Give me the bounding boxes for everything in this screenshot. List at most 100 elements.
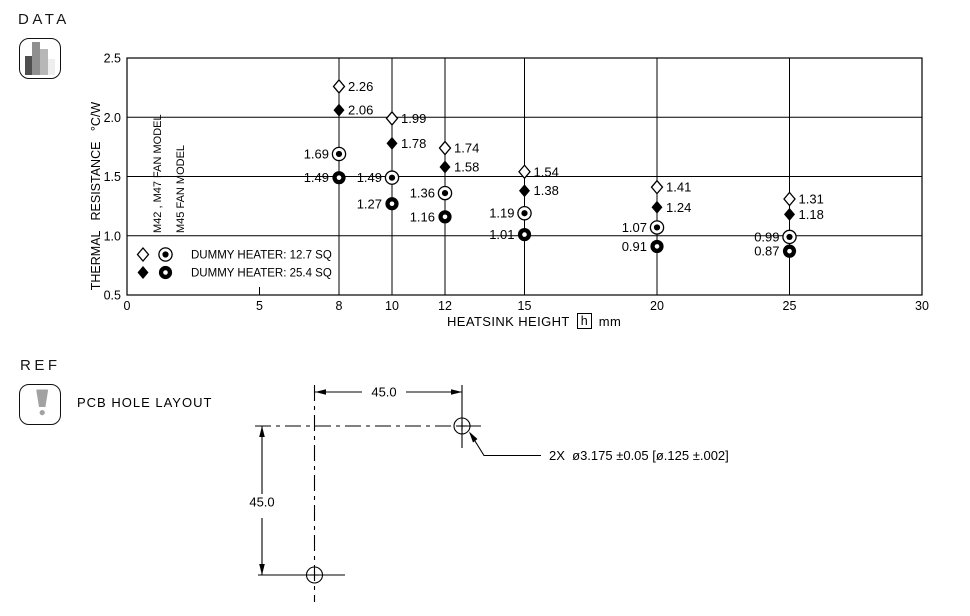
x-axis-unit: mm xyxy=(598,313,622,329)
data-point-marker xyxy=(439,160,451,174)
data-point-marker xyxy=(783,191,796,207)
legend-label: DUMMY HEATER: 12.7 SQ xyxy=(191,250,332,262)
data-point-marker xyxy=(787,248,792,254)
data-point-label: 1.69 xyxy=(304,146,329,161)
data-point-marker xyxy=(386,136,398,150)
plot-frame xyxy=(126,57,923,296)
data-point-marker xyxy=(442,214,448,220)
data-point-marker xyxy=(385,110,399,126)
data-point-marker xyxy=(333,103,345,117)
data-point-marker xyxy=(335,150,343,158)
data-point-marker xyxy=(786,233,793,241)
x-axis-symbol-box: h xyxy=(576,313,592,329)
data-point-label: 0.91 xyxy=(622,239,647,254)
data-point-label: 1.19 xyxy=(489,206,514,221)
data-point-marker xyxy=(441,189,449,197)
dim-arrow-down xyxy=(259,564,265,575)
data-point-marker xyxy=(518,164,531,180)
x-tick-label: 5 xyxy=(256,299,263,313)
data-section-label: DATA xyxy=(18,11,70,28)
data-point-marker xyxy=(519,184,530,198)
legend-marker xyxy=(136,246,150,263)
data-point-label: 1.38 xyxy=(534,183,559,198)
data-point-label: 1.99 xyxy=(401,111,426,126)
data-point-label: 0.87 xyxy=(754,244,779,259)
x-axis-label-text: HEATSINK HEIGHT xyxy=(447,313,570,329)
x-tick-label: 30 xyxy=(915,299,929,313)
data-point-label: 1.78 xyxy=(401,136,426,151)
data-point-label: 1.58 xyxy=(454,160,479,175)
data-point-marker xyxy=(650,179,664,195)
data-point-marker xyxy=(332,78,346,94)
hole-spec-note: 2X ø3.175 ±0.05 [ø.125 ±.002] xyxy=(549,448,729,463)
legend-marker xyxy=(162,251,169,258)
data-point-label: 1.49 xyxy=(304,170,329,185)
data-point-label: 1.24 xyxy=(666,200,691,215)
dim-arrow-up xyxy=(259,426,265,437)
data-point-marker xyxy=(653,224,661,231)
dim-vertical-value: 45.0 xyxy=(249,495,274,510)
dim-arrow-right xyxy=(451,389,462,395)
x-axis-title: HEATSINK HEIGHT h mm xyxy=(447,313,621,329)
data-point-marker xyxy=(389,201,395,207)
data-point-label: 1.16 xyxy=(410,209,435,224)
data-point-label: 2.06 xyxy=(348,103,373,118)
data-point-marker xyxy=(651,200,663,214)
exclamation-glyph xyxy=(36,389,49,416)
pcb-hole-layout-drawing: 45.0 45.0 2X ø3.175 ±0.05 [ø.125 ±.002] xyxy=(249,385,729,602)
y-tick-label: 2.0 xyxy=(104,111,121,125)
bar-chart-icon-bar xyxy=(40,49,48,75)
data-point-marker xyxy=(438,140,452,156)
x-tick-label: 8 xyxy=(336,299,343,313)
data-point-marker xyxy=(388,174,396,181)
data-point-label: 0.99 xyxy=(754,229,779,244)
x-tick-label: 20 xyxy=(650,299,664,313)
data-point-marker xyxy=(521,210,528,217)
x-tick-label: 12 xyxy=(438,299,452,313)
exclamation-dot xyxy=(39,410,45,416)
fan-model-annotation: M45 FAN MODEL xyxy=(175,145,187,233)
data-point-label: 1.27 xyxy=(357,196,382,211)
data-point-marker xyxy=(522,232,527,237)
bar-chart-icon-bar xyxy=(32,42,40,75)
data-point-label: 1.01 xyxy=(489,227,514,242)
dim-horizontal-value: 45.0 xyxy=(371,385,396,400)
fan-model-annotation: M42 , M47 FAN MODEL xyxy=(152,114,164,233)
data-point-label: 1.49 xyxy=(357,170,382,185)
y-axis-label: THERMAL RESISTANCE °C/W xyxy=(89,102,103,291)
ref-section-title: PCB HOLE LAYOUT xyxy=(77,395,213,410)
data-point-label: 1.54 xyxy=(534,164,559,179)
data-point-label: 1.18 xyxy=(799,207,824,222)
x-tick-label: 25 xyxy=(783,299,797,313)
y-tick-label: 1.5 xyxy=(104,170,121,184)
mounting-hole-bottom xyxy=(305,566,324,584)
bar-chart-icon-bar xyxy=(48,59,55,75)
exclamation-bar xyxy=(36,389,49,407)
bar-chart-icon-bar xyxy=(25,56,32,75)
data-point-label: 2.26 xyxy=(348,79,373,94)
ref-section-label: REF xyxy=(20,357,61,374)
exclamation-icon xyxy=(19,384,61,425)
data-point-label: 1.07 xyxy=(622,220,647,235)
data-point-label: 1.74 xyxy=(454,141,479,156)
data-point-marker xyxy=(784,207,795,221)
y-tick-label: 0.5 xyxy=(104,289,121,303)
y-tick-label: 1.0 xyxy=(104,229,121,243)
x-tick-label: 15 xyxy=(518,299,532,313)
data-point-label: 1.31 xyxy=(799,192,824,207)
x-tick-label: 0 xyxy=(124,299,131,313)
data-point-label: 1.41 xyxy=(666,180,691,195)
leader-line xyxy=(469,432,541,457)
mounting-hole-top xyxy=(453,417,471,435)
leader-arrow xyxy=(469,431,478,443)
x-tick-label: 10 xyxy=(385,299,399,313)
data-point-label: 1.36 xyxy=(410,186,435,201)
bar-chart-icon xyxy=(19,38,61,79)
dim-arrow-left xyxy=(315,389,326,395)
y-tick-label: 2.5 xyxy=(104,52,121,66)
legend-marker xyxy=(163,270,168,275)
legend-label: DUMMY HEATER: 25.4 SQ xyxy=(191,268,332,280)
data-point-marker xyxy=(654,244,660,249)
